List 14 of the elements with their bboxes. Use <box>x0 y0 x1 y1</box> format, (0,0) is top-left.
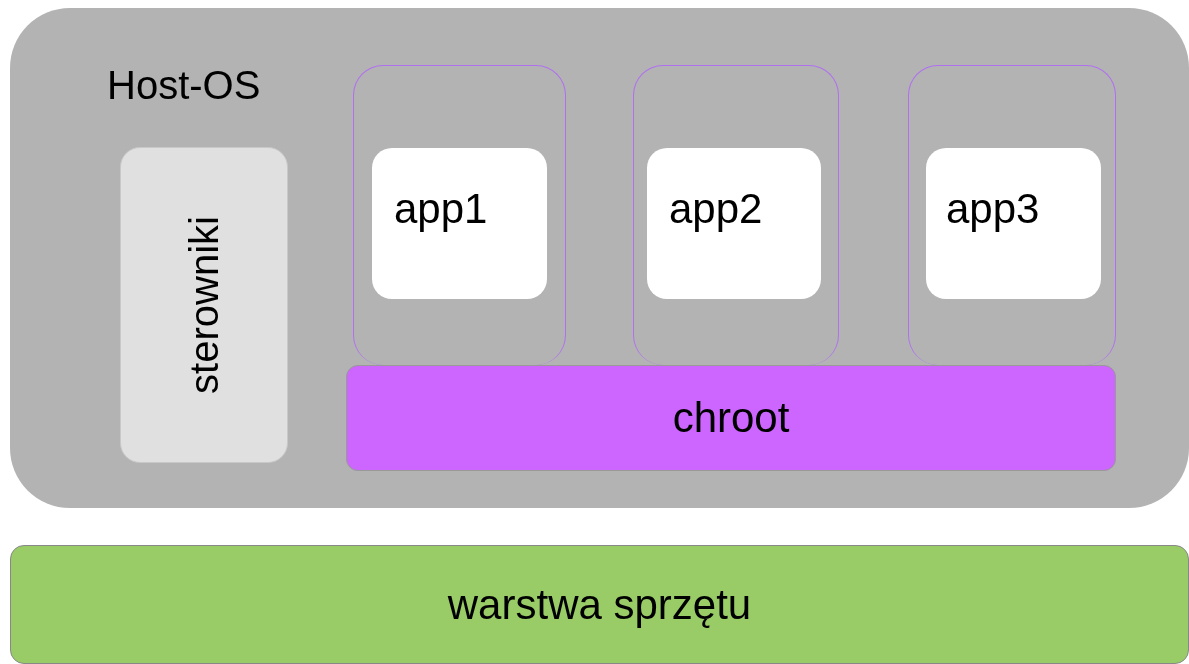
app-box <box>926 148 1101 299</box>
drivers-box <box>120 147 288 463</box>
chroot-bar <box>346 365 1116 471</box>
label-text: app1 <box>394 188 488 230</box>
label-text: sterowniki <box>184 216 224 394</box>
host-os-panel <box>10 8 1189 508</box>
app-box <box>372 148 547 299</box>
label-text: app3 <box>946 188 1040 230</box>
label-text: warstwa sprzętu <box>447 583 752 626</box>
hardware-layer-bar <box>10 545 1189 664</box>
app-box <box>647 148 821 299</box>
label-text: app2 <box>669 188 763 230</box>
label-text: Host-OS <box>107 65 261 105</box>
label-text: chroot <box>672 397 790 439</box>
